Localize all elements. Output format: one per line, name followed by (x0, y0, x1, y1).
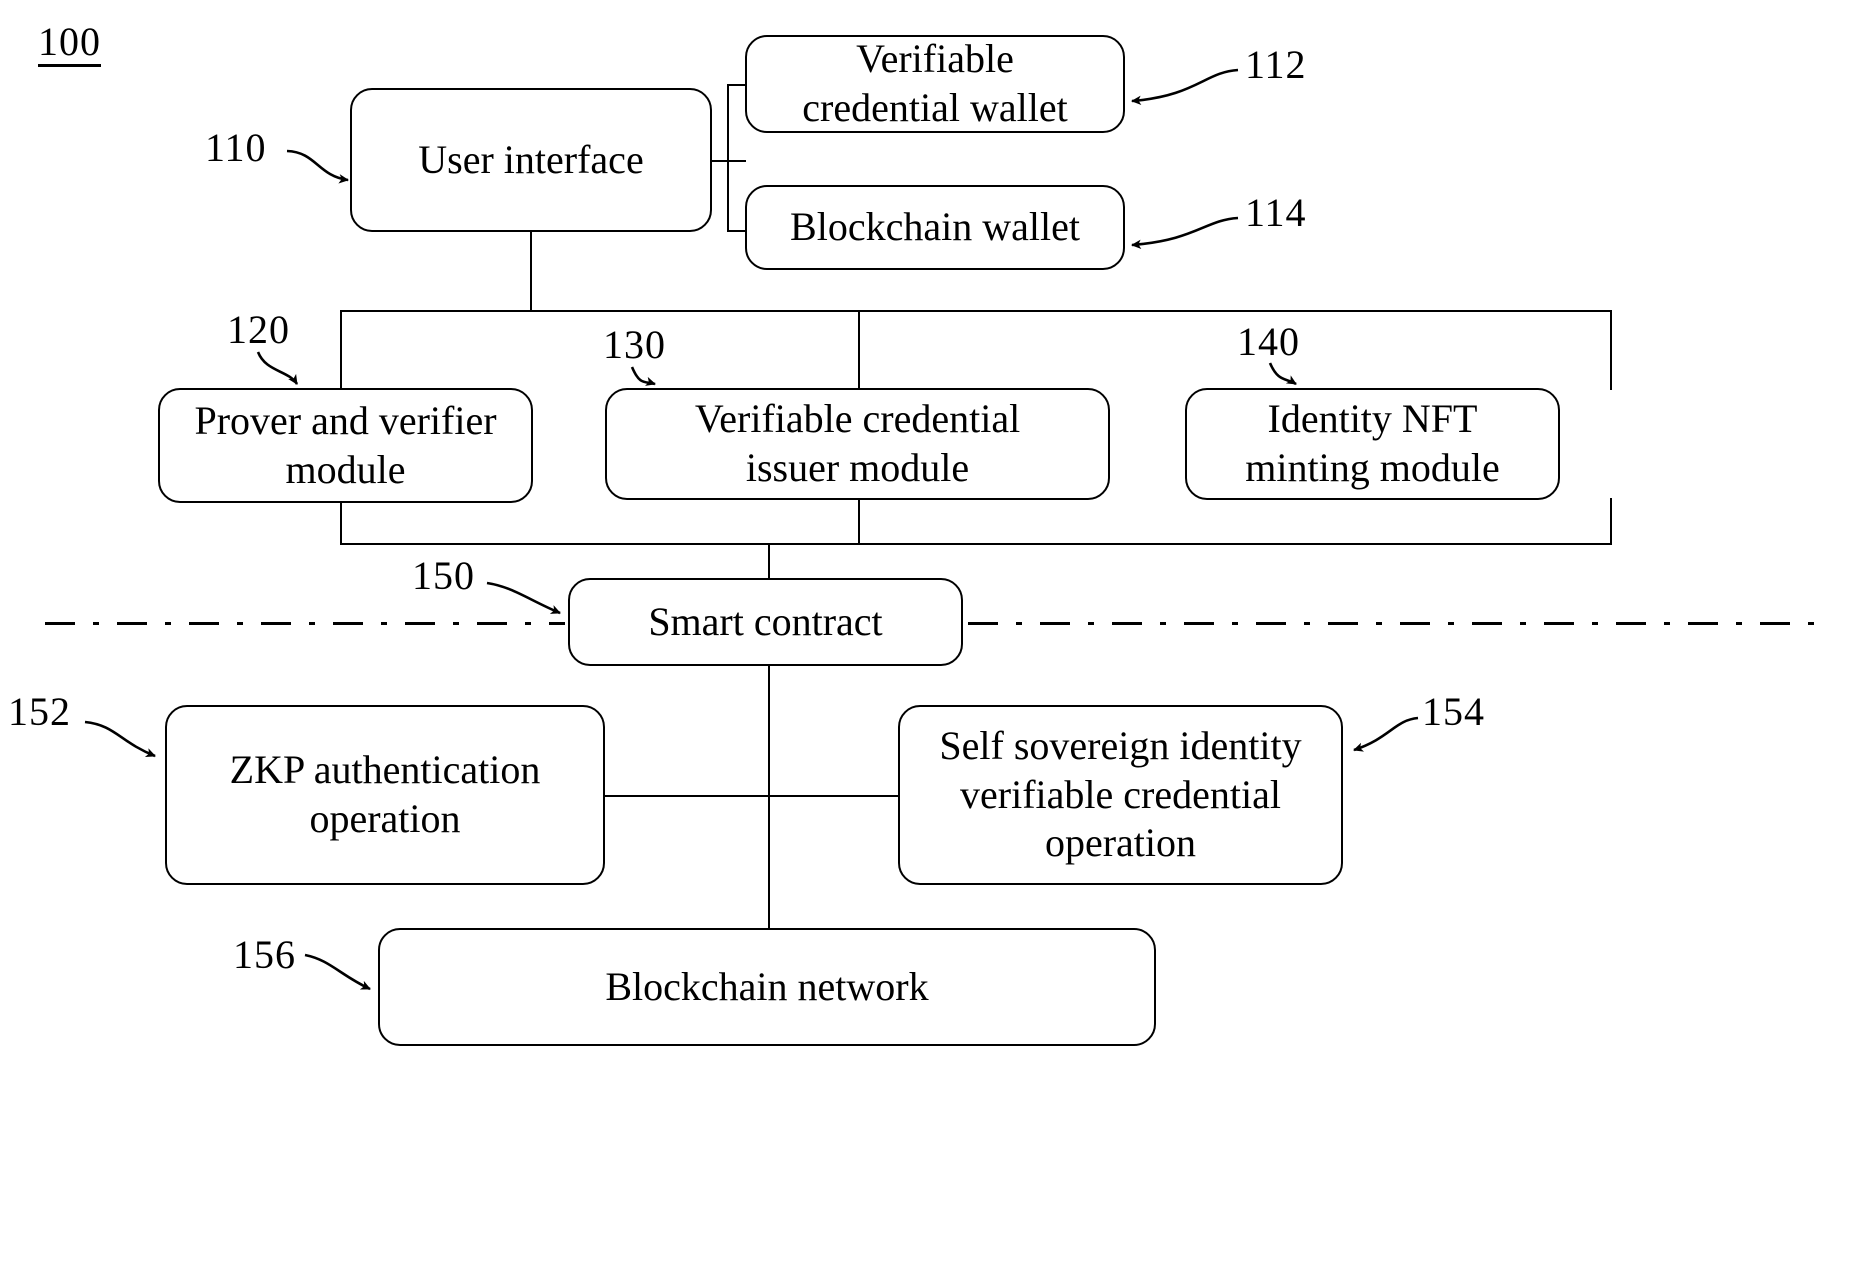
ref-numeral-114: 114 (1245, 190, 1307, 235)
node-prover-and-verifier-module[interactable]: Prover and verifier module (158, 388, 533, 503)
node-blockchain-wallet[interactable]: Blockchain wallet (745, 185, 1125, 270)
node-verifiable-credential-wallet-label: Verifiable credential wallet (802, 36, 1068, 130)
layer-separator-line-left (45, 622, 565, 625)
ref-numeral-152: 152 (8, 689, 71, 734)
connector-ui-to-bracket (712, 160, 746, 162)
node-self-sovereign-identity-operation-label: Self sovereign identity verifiable crede… (939, 722, 1302, 866)
ref-numeral-110: 110 (205, 125, 267, 170)
leader-arrow-130 (630, 366, 656, 386)
node-smart-contract[interactable]: Smart contract (568, 578, 963, 666)
connector-smart-contract-to-network (768, 665, 770, 930)
connector-bus-to-smart-contract (768, 543, 770, 580)
connector-bracket-to-vc-wallet (727, 84, 749, 86)
leader-arrow-112 (1131, 68, 1239, 105)
leader-arrow-114 (1131, 216, 1239, 249)
connector-ui-to-top-bus (530, 232, 532, 310)
ref-numeral-154: 154 (1422, 689, 1485, 734)
connector-bracket-to-blockchain-wallet (727, 230, 749, 232)
node-verifiable-credential-wallet[interactable]: Verifiable credential wallet (745, 35, 1125, 133)
leader-arrow-152 (84, 720, 156, 758)
node-prover-and-verifier-module-label: Prover and verifier module (194, 397, 497, 492)
node-zkp-authentication-operation-label: ZKP authentication operation (229, 747, 541, 841)
bottom-bus-riser-right (1610, 498, 1612, 545)
ref-numeral-112: 112 (1245, 42, 1307, 87)
leader-arrow-156 (304, 953, 371, 991)
leader-arrow-110 (286, 149, 349, 184)
node-zkp-authentication-operation[interactable]: ZKP authentication operation (165, 705, 605, 885)
ref-numeral-140: 140 (1237, 319, 1300, 364)
node-verifiable-credential-issuer-module[interactable]: Verifiable credential issuer module (605, 388, 1110, 500)
top-bus-drop-left (340, 310, 342, 390)
ref-numeral-130: 130 (603, 322, 666, 367)
figure-number-label: 100 (38, 22, 101, 67)
layer-separator-line-right (968, 622, 1830, 625)
top-bus-line (340, 310, 1612, 312)
connector-wallet-bracket-spine (727, 84, 729, 230)
connector-zkp-to-ssi (603, 795, 900, 797)
leader-arrow-120 (256, 351, 299, 385)
ref-numeral-150: 150 (412, 553, 475, 598)
leader-arrow-140 (1268, 362, 1297, 386)
node-blockchain-network[interactable]: Blockchain network (378, 928, 1156, 1046)
bottom-bus-riser-left (340, 503, 342, 545)
bottom-bus-riser-center (858, 498, 860, 545)
node-blockchain-network-label: Blockchain network (605, 963, 929, 1009)
top-bus-drop-center (858, 310, 860, 390)
leader-arrow-150 (486, 581, 561, 615)
node-user-interface[interactable]: User interface (350, 88, 712, 232)
node-self-sovereign-identity-operation[interactable]: Self sovereign identity verifiable crede… (898, 705, 1343, 885)
riser-prover-verifier (340, 380, 342, 390)
node-identity-nft-minting-module-label: Identity NFT minting module (1245, 396, 1500, 490)
bottom-bus-line (340, 543, 1612, 545)
ref-numeral-156: 156 (233, 932, 296, 977)
node-blockchain-wallet-label: Blockchain wallet (790, 204, 1080, 250)
leader-arrow-154 (1353, 716, 1419, 752)
top-bus-drop-right (1610, 310, 1612, 390)
node-smart-contract-label: Smart contract (648, 598, 883, 644)
ref-numeral-120: 120 (227, 307, 290, 352)
node-user-interface-label: User interface (418, 136, 644, 182)
node-identity-nft-minting-module[interactable]: Identity NFT minting module (1185, 388, 1560, 500)
node-verifiable-credential-issuer-module-label: Verifiable credential issuer module (694, 396, 1021, 490)
